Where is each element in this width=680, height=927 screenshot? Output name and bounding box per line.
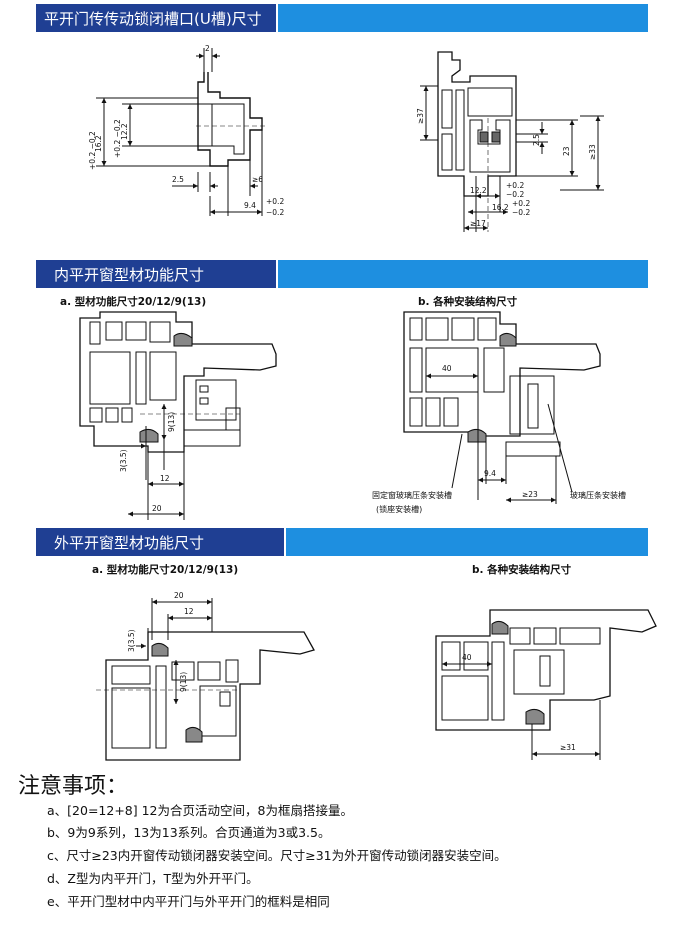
dim-label: −0.2 xyxy=(506,190,524,199)
door-frame-sash-drawing xyxy=(420,51,604,232)
dim-label: 12.2 xyxy=(470,186,487,195)
inward-window-install-drawing xyxy=(403,311,601,504)
dim-label: +0.2 xyxy=(266,197,284,206)
caption-a: a. 型材功能尺寸20/12/9(13) xyxy=(92,564,239,576)
dim-label: −0.2 xyxy=(266,208,284,217)
dim-label: ≥17 xyxy=(470,219,486,228)
dim-label: 12.2 xyxy=(120,123,129,140)
section-title: 外平开窗型材功能尺寸 xyxy=(54,534,205,552)
dim-label: 3(3.5) xyxy=(119,449,128,472)
note-item: b、9为9系列，13为13系列。合页通道为3或3.5。 xyxy=(47,825,331,840)
caption-b: b. 各种安装结构尺寸 xyxy=(472,564,572,576)
dim-label: 23 xyxy=(562,146,571,156)
dim-label: −0.2 xyxy=(512,208,530,217)
dim-label: 9.4 xyxy=(484,469,496,478)
section-title: 内平开窗型材功能尺寸 xyxy=(54,266,205,284)
dim-label: 2.5 xyxy=(532,134,541,146)
dim-label: 9(13) xyxy=(179,672,188,692)
dim-label: ≥31 xyxy=(560,743,576,752)
dim-label: 40 xyxy=(442,364,452,373)
dim-label: ≥6 xyxy=(252,175,263,184)
inward-window-profile-drawing xyxy=(79,311,277,520)
section-banner-u-slot: 平开门传传动锁闭槽口(U槽)尺寸 xyxy=(36,4,648,32)
dim-label: 2 xyxy=(205,44,210,53)
dim-label: 12 xyxy=(184,607,194,616)
dim-label: 3(3.5) xyxy=(127,629,136,652)
notes-title: 注意事项： xyxy=(18,774,129,799)
dim-label: 2.5 xyxy=(172,175,184,184)
dim-label: 12 xyxy=(160,474,170,483)
caption-b: b. 各种安装结构尺寸 xyxy=(418,296,518,308)
dim-label: 9(13) xyxy=(167,412,176,432)
dim-label: ≥33 xyxy=(588,144,597,160)
dim-label: 20 xyxy=(152,504,162,513)
dim-label: +0.2 xyxy=(512,199,530,208)
outward-window-install-drawing xyxy=(435,609,657,760)
section-banner-inward-window: 内平开窗型材功能尺寸 xyxy=(36,260,648,288)
outward-window-profile-drawing xyxy=(96,598,315,761)
dim-label: 16.2 xyxy=(94,135,103,152)
dim-label: 40 xyxy=(462,653,472,662)
note-item: c、尺寸≥23内开窗传动锁闭器安装空间。尺寸≥31为外开窗传动锁闭器安装空间。 xyxy=(47,848,507,863)
section-title: 平开门传传动锁闭槽口(U槽)尺寸 xyxy=(44,10,262,28)
dim-label: 16.2 xyxy=(492,203,509,212)
annotation-lock-seat-slot: (锁座安装槽) xyxy=(376,504,422,514)
dim-label: +0.2 xyxy=(506,181,524,190)
section-banner-outward-window: 外平开窗型材功能尺寸 xyxy=(36,528,648,556)
note-item: d、Z型为内平开门，T型为外开平门。 xyxy=(47,871,259,886)
dim-label: +0.2 −0.2 xyxy=(88,131,97,170)
annotation-glass-bead-slot: 玻璃压条安装槽 xyxy=(570,490,626,500)
dim-label: ≥23 xyxy=(522,490,538,499)
dim-label: 20 xyxy=(174,591,184,600)
dim-label: +0.2 −0.2 xyxy=(113,119,122,158)
dim-label: 9.4 xyxy=(244,201,256,210)
note-item: a、[20=12+8] 12为合页活动空间，8为框扇搭接量。 xyxy=(47,803,353,818)
u-slot-profile-drawing xyxy=(96,48,268,216)
note-item: e、平开门型材中内平开门与外平开门的框料是相同 xyxy=(47,894,330,909)
annotation-fixed-glass-slot: 固定窗玻璃压条安装槽 xyxy=(372,490,452,500)
caption-a: a. 型材功能尺寸20/12/9(13) xyxy=(60,296,207,308)
dim-label: ≥37 xyxy=(416,108,425,124)
